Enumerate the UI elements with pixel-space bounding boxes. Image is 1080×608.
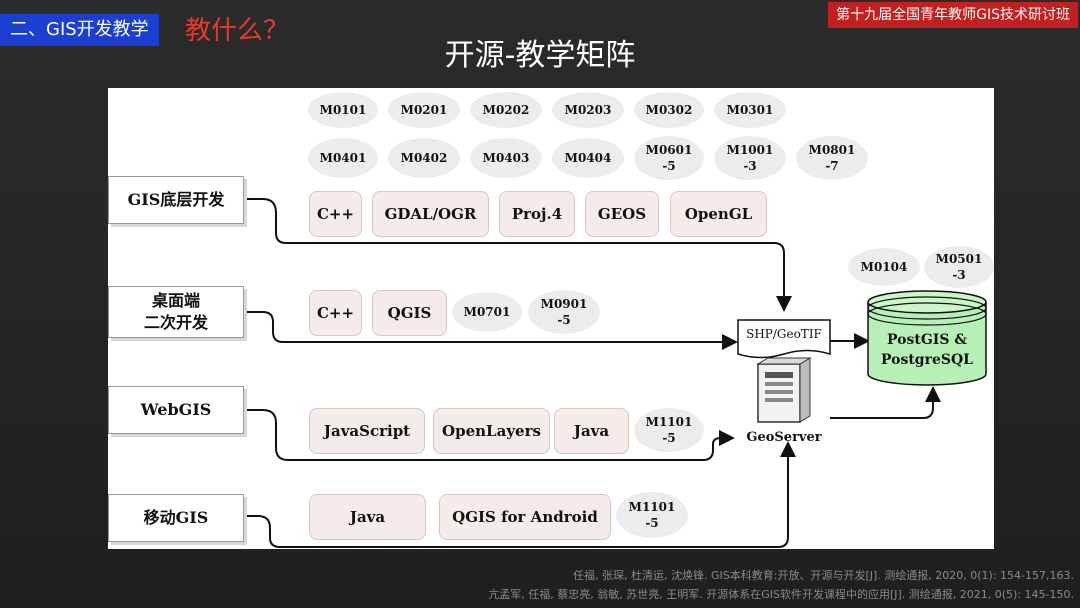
tech-box: C++ (309, 191, 362, 237)
section-tag: 二、GIS开发教学 (0, 14, 159, 46)
module-badge: M0201 (388, 92, 460, 128)
database-cylinder-icon (867, 290, 987, 386)
event-banner: 第十九届全国青年教师GIS技术研讨班 (828, 2, 1078, 28)
module-badge: M0101 (308, 92, 378, 128)
tech-box: OpenGL (670, 191, 767, 237)
module-badge: M0601 -5 (634, 136, 704, 180)
tech-box: JavaScript (309, 408, 425, 454)
module-badge: M0404 (552, 138, 624, 178)
question-heading: 教什么？ (185, 16, 290, 46)
module-badge: M0302 (634, 92, 704, 128)
flow-connectors (243, 198, 987, 548)
module-badge: M0401 (308, 138, 378, 178)
citations: 任福, 张琛, 杜清运, 沈焕锋. GIS本科教育:开放、开源与开发[J]. 测… (488, 566, 1074, 604)
module-badge: M1001 -3 (714, 136, 786, 180)
citation-line: 任福, 张琛, 杜清运, 沈焕锋. GIS本科教育:开放、开源与开发[J]. 测… (573, 569, 1074, 582)
module-badge: M0403 (470, 138, 542, 178)
module-badge: M0203 (552, 92, 624, 128)
format-label: SHP/GeoTIF (746, 327, 822, 341)
module-badge: M0402 (388, 138, 460, 178)
tech-box: Java (554, 408, 629, 454)
database-label: PostGIS & PostgreSQL (880, 332, 974, 368)
tech-box: C++ (309, 290, 362, 336)
geoserver-label: GeoServer (746, 430, 822, 445)
module-badge: M0501 -3 (924, 246, 994, 288)
module-badge: M1101 -5 (616, 492, 688, 538)
module-badge: M0701 (452, 292, 522, 332)
tech-box: QGIS for Android (439, 494, 611, 540)
tech-box: GEOS (585, 191, 659, 237)
row-label-webgis: WebGIS (108, 386, 244, 434)
shapefile-document-icon (737, 319, 831, 359)
citation-line: 亢孟军, 任福, 蔡忠亮, 翁敏, 苏世亮, 王明军. 开源体系在GIS软件开发… (488, 588, 1074, 601)
module-badge: M0301 (714, 92, 786, 128)
tech-box: OpenLayers (433, 408, 550, 454)
module-badge: M0104 (848, 248, 920, 286)
row-label-mobile: 移动GIS (108, 494, 244, 542)
module-badge: M1101 -5 (634, 408, 704, 452)
row-label-desktop-line1: 桌面端 二次开发 (143, 291, 208, 332)
row-label-desktop: 桌面端 二次开发 (108, 286, 244, 338)
tech-box: Java (309, 494, 426, 540)
tech-box: QGIS (372, 290, 447, 336)
tech-box: Proj.4 (499, 191, 575, 237)
module-badge: M0202 (470, 92, 542, 128)
row-label-gis-core: GIS底层开发 (108, 176, 244, 224)
slide-title: 开源-教学矩阵 (444, 38, 636, 73)
module-badge: M0801 -7 (796, 136, 868, 180)
module-badge: M0901 -5 (528, 290, 600, 334)
server-icon (756, 357, 812, 423)
tech-box: GDAL/OGR (372, 191, 489, 237)
